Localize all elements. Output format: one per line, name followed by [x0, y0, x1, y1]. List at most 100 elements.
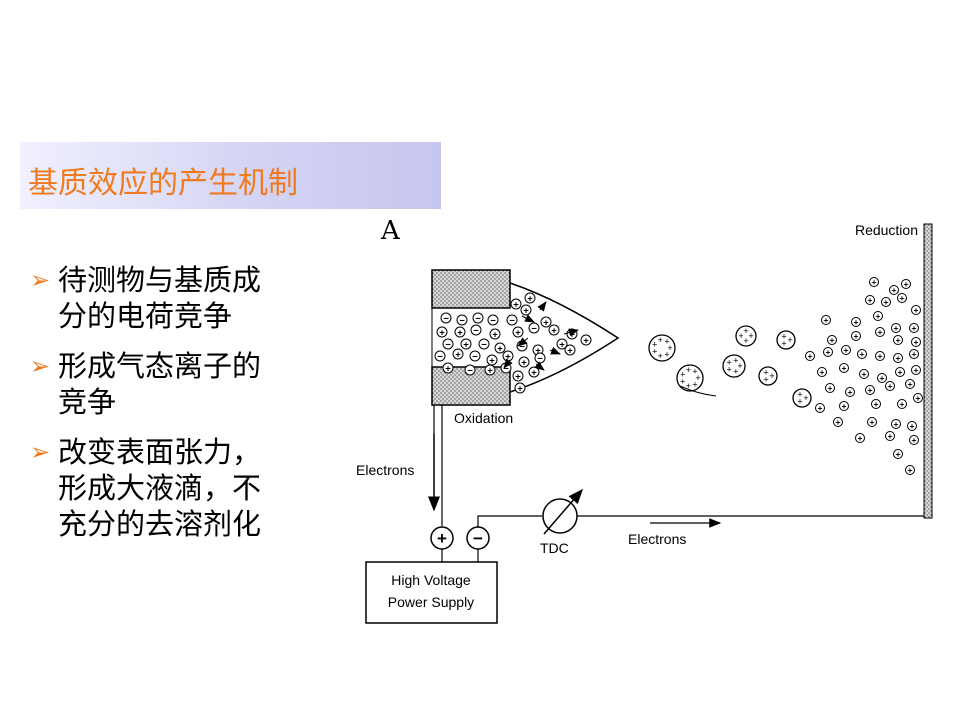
- ion-charge-symbol: +: [543, 317, 549, 328]
- cation-icon: [489, 328, 501, 340]
- ion-charge-symbol: −: [443, 313, 449, 324]
- ion-charge-symbol: −: [472, 351, 478, 362]
- ion-charge-symbol: +: [559, 339, 565, 350]
- ion-charge-symbol: +: [912, 435, 917, 445]
- ion-charge-symbol: +: [896, 353, 901, 363]
- bullet-item: ➢ 形成气态离子的 竞争: [30, 348, 330, 420]
- anion-icon: [472, 312, 484, 324]
- electrons-left-label: Electrons: [356, 462, 414, 478]
- ion-charge-symbol: −: [509, 315, 515, 326]
- cation-icon: [454, 326, 466, 338]
- ion-charge-symbol: +: [551, 325, 557, 336]
- ion-motion-arrow: [534, 361, 545, 371]
- ion-charge-symbol: +: [896, 449, 901, 459]
- bullet-line: 改变表面张力，: [58, 435, 262, 469]
- droplet-charge-symbol: +: [686, 381, 691, 391]
- cation-icon: [564, 344, 576, 356]
- cation-icon: [865, 385, 875, 395]
- power-supply-line2: Power Supply: [388, 594, 474, 610]
- cation-icon: [895, 367, 905, 377]
- ion-charge-symbol: +: [862, 369, 867, 379]
- bullet-line: 待测物与基质成: [58, 263, 262, 297]
- cation-icon: [897, 293, 907, 303]
- droplet-fission-tail: [679, 385, 717, 397]
- ion-charge-symbol: +: [894, 323, 899, 333]
- ion-charge-symbol: +: [908, 379, 913, 389]
- wire: [477, 515, 542, 527]
- ion-charge-symbol: +: [854, 317, 859, 327]
- cation-icon: [514, 382, 526, 394]
- droplet-charge-symbol: +: [737, 361, 742, 371]
- ion-charge-symbol: −: [490, 315, 496, 326]
- bullet-item: ➢ 改变表面张力， 形成大液滴，不 充分的去溶剂化: [30, 434, 330, 542]
- droplet-charge-symbol: +: [692, 379, 697, 389]
- cation-icon: [825, 383, 835, 393]
- droplet-charge-symbol: +: [781, 338, 786, 348]
- cation-icon: [875, 327, 885, 337]
- ion-charge-symbol: +: [515, 327, 521, 338]
- ion-charge-symbol: +: [492, 329, 498, 340]
- cation-icon: [805, 351, 815, 361]
- ion-charge-symbol: −: [537, 353, 543, 364]
- cation-icon: [839, 363, 849, 373]
- ion-charge-symbol: −: [531, 323, 537, 334]
- cation-icon: [911, 337, 921, 347]
- anion-icon: [470, 324, 482, 336]
- ion-charge-symbol: +: [894, 419, 899, 429]
- anion-icon: [440, 312, 452, 324]
- anion-icon: [456, 314, 468, 326]
- ion-charge-symbol: +: [896, 335, 901, 345]
- cation-icon: [460, 338, 472, 350]
- cation-icon: [891, 419, 901, 429]
- ion-charge-symbol: +: [457, 327, 463, 338]
- ion-charge-symbol: +: [892, 285, 897, 295]
- cation-icon: [512, 370, 524, 382]
- cation-icon: [815, 403, 825, 413]
- title-bar: 基质效应的产生机制: [20, 142, 441, 209]
- charged-droplet-icon: [648, 334, 676, 362]
- droplet-charge-symbol: +: [667, 343, 672, 353]
- cation-icon: [889, 285, 899, 295]
- ion-motion-arrow: [517, 337, 529, 347]
- ion-charge-symbol: +: [828, 383, 833, 393]
- droplet-charge-symbol: +: [763, 368, 768, 378]
- cation-icon: [905, 379, 915, 389]
- ion-motion-arrow: [563, 328, 579, 337]
- droplet-charge-symbol: +: [680, 376, 685, 386]
- cation-icon: [907, 421, 917, 431]
- anion-icon: [434, 350, 446, 362]
- bullet-line: 分的电荷竞争: [58, 299, 233, 333]
- ion-charge-symbol: +: [912, 349, 917, 359]
- ion-charge-symbol: +: [848, 387, 853, 397]
- cation-icon: [494, 342, 506, 354]
- ion-charge-symbol: +: [910, 421, 915, 431]
- cation-icon: [859, 369, 869, 379]
- ion-charge-symbol: −: [445, 339, 451, 350]
- reduction-label: Reduction: [855, 222, 918, 238]
- cone-ions: −−−−++++−+−++−+−++−++−+−++−++++−+−+−++++: [434, 292, 592, 394]
- cation-icon: [909, 435, 919, 445]
- ion-charge-symbol: +: [517, 383, 523, 394]
- cation-icon: [885, 381, 895, 391]
- droplet-charge-symbol: +: [727, 357, 732, 367]
- cation-icon: [901, 279, 911, 289]
- ion-charge-symbol: +: [497, 343, 503, 354]
- cation-icon: [893, 335, 903, 345]
- droplet-charge-symbol: +: [797, 396, 802, 406]
- anion-icon: [478, 338, 490, 350]
- ion-charge-symbol: +: [489, 355, 495, 366]
- ion-charge-symbol: +: [439, 327, 445, 338]
- charged-droplet-icon: [676, 364, 704, 392]
- cation-icon: [823, 347, 833, 357]
- ion-charge-symbol: +: [505, 351, 511, 362]
- cation-icon: [897, 399, 907, 409]
- ion-charge-symbol: −: [437, 351, 443, 362]
- cation-icon: [885, 431, 895, 441]
- ion-charge-symbol: +: [535, 345, 541, 356]
- positive-terminal-symbol: +: [437, 529, 447, 548]
- ion-charge-symbol: −: [519, 341, 525, 352]
- ion-charge-symbol: +: [914, 365, 919, 375]
- anion-icon: [442, 338, 454, 350]
- cation-icon: [855, 433, 865, 443]
- tdc-needle-icon: [543, 488, 583, 535]
